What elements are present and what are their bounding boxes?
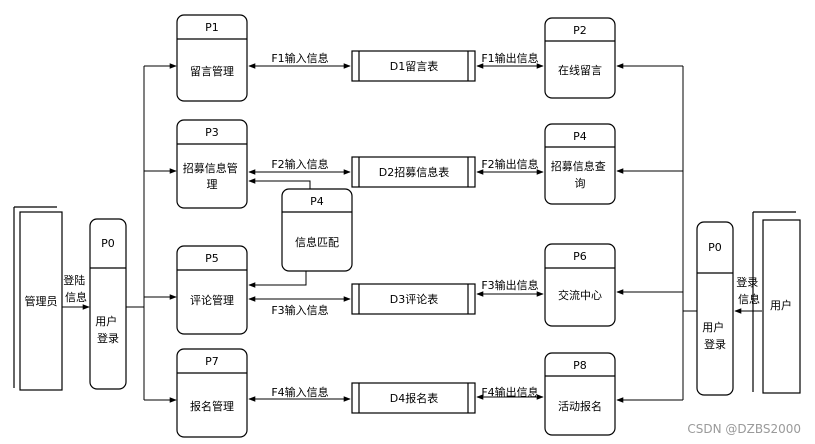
flow-label-f1-out: F1输出信息 [481, 51, 538, 65]
entity-label: 用户 [770, 298, 792, 312]
store-label: D4报名表 [390, 391, 438, 405]
process-label: 用户 登录 [702, 320, 728, 351]
process-p2: P2 在线留言 [544, 17, 616, 99]
process-label-line1: 招募信息管 [183, 161, 238, 175]
login-user-line1: 登录 [736, 275, 758, 289]
flow-labels: F1输入信息 F2输入信息 F3输入信息 F4输入信息 F1输出信息 F2输出信… [63, 51, 762, 399]
process-label-line1: 用户 [702, 320, 724, 334]
process-id: P0 [708, 241, 722, 254]
store-label: D3评论表 [390, 292, 438, 306]
flow-label-login-admin: 登陆 信息 [63, 273, 89, 304]
flow-label-f2-in: F2输入信息 [271, 157, 328, 171]
flow-match-to-p5 [248, 271, 307, 288]
process-id: P8 [573, 359, 587, 372]
flow-label-f3-in: F3输入信息 [271, 303, 328, 317]
process-id: P0 [101, 237, 115, 250]
process-p0-right: P0 用户 登录 [696, 221, 734, 396]
process-label-line2: 登录 [97, 331, 119, 345]
flow-label-login-user: 登录 信息 [736, 275, 762, 306]
connectors [62, 63, 762, 403]
entity-admin: 管理员 [13, 206, 63, 391]
process-id: P4 [310, 195, 324, 208]
process-label: 活动报名 [558, 399, 602, 413]
process-label: 在线留言 [558, 63, 602, 77]
process-label: 招募信息查 询 [551, 159, 610, 190]
process-id: P4 [573, 130, 587, 143]
login-admin-line2: 信息 [65, 290, 87, 304]
store-d1: D1留言表 [351, 50, 476, 82]
process-label-line2: 理 [207, 178, 218, 191]
process-p8: P8 活动报名 [544, 352, 616, 436]
process-label: 招募信息管 理 [183, 161, 242, 191]
process-id: P5 [205, 252, 219, 265]
process-p5: P5 评论管理 [176, 245, 248, 335]
process-label: 信息匹配 [295, 235, 339, 249]
process-p7: P7 报名管理 [176, 348, 248, 438]
store-d4: D4报名表 [351, 382, 476, 414]
process-p0-left: P0 用户 登录 [89, 218, 127, 390]
entity-label: 管理员 [25, 294, 58, 308]
process-label-line2: 登录 [704, 337, 726, 351]
flow-label-f1-in: F1输入信息 [271, 51, 328, 65]
process-label: 评论管理 [190, 293, 234, 307]
store-d3: D3评论表 [351, 283, 476, 315]
process-id: P2 [573, 24, 587, 37]
process-label: 报名管理 [190, 399, 234, 413]
process-p4-query: P4 招募信息查 询 [544, 123, 616, 205]
process-label: 交流中心 [558, 288, 602, 302]
flow-label-f4-in: F4输入信息 [271, 385, 328, 399]
flow-label-f3-out: F3输出信息 [481, 278, 538, 292]
process-id: P7 [205, 355, 219, 368]
flow-match-to-p3 [248, 178, 311, 189]
process-p3: P3 招募信息管 理 [176, 119, 248, 209]
store-label: D2招募信息表 [379, 165, 449, 179]
process-label-line1: 招募信息查 [551, 159, 606, 173]
process-id: P3 [205, 126, 219, 139]
process-p6: P6 交流中心 [544, 243, 616, 327]
flow-label-f2-out: F2输出信息 [481, 157, 538, 171]
watermark: CSDN @DZBS2000 [687, 422, 801, 436]
process-id: P6 [573, 250, 587, 263]
process-label-line1: 用户 [95, 314, 117, 328]
store-label: D1留言表 [390, 59, 438, 73]
process-id: P1 [205, 21, 219, 34]
flow-label-f4-out: F4输出信息 [481, 385, 538, 399]
login-admin-line1: 登陆 [63, 273, 85, 287]
process-p4-match: P4 信息匹配 [281, 188, 353, 272]
process-label: 用户 登录 [95, 314, 121, 345]
login-user-line2: 信息 [738, 292, 760, 306]
process-label: 留言管理 [190, 64, 234, 78]
store-d2: D2招募信息表 [351, 156, 476, 188]
process-p1: P1 留言管理 [176, 14, 248, 102]
entity-user: 用户 [752, 211, 801, 394]
process-label-line2: 询 [575, 177, 586, 190]
